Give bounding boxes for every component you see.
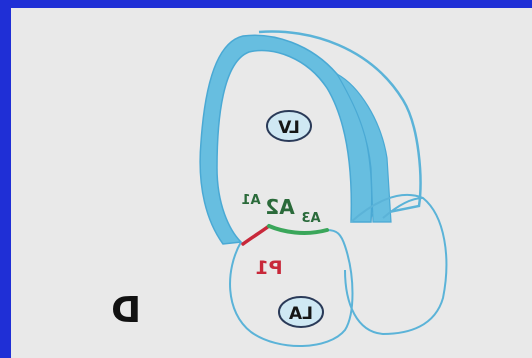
heart-diagram: LV LA A1 A2 A3 P1 D: [111, 30, 448, 348]
panel-letter: D: [111, 290, 141, 331]
a1-label: A1: [241, 193, 260, 208]
a2-label: A2: [265, 195, 294, 219]
right-heart-outline: [258, 30, 422, 218]
la-label-ellipse: [278, 296, 324, 328]
p1-label: P1: [255, 257, 282, 279]
right-atrium-outline: [344, 193, 448, 336]
left-atrium-outline: [229, 229, 354, 348]
posterior-leaflet: [241, 224, 271, 246]
lv-label-ellipse: [266, 110, 312, 142]
a3-label: A3: [301, 211, 320, 226]
right-atrium-inner: [382, 197, 424, 219]
anterior-leaflet: [267, 224, 329, 235]
diagram-panel: LV LA A1 A2 A3 P1 D: [11, 8, 532, 358]
septal-wall: [335, 72, 392, 223]
lv-label: LV: [277, 118, 299, 138]
la-label: LA: [288, 304, 313, 324]
